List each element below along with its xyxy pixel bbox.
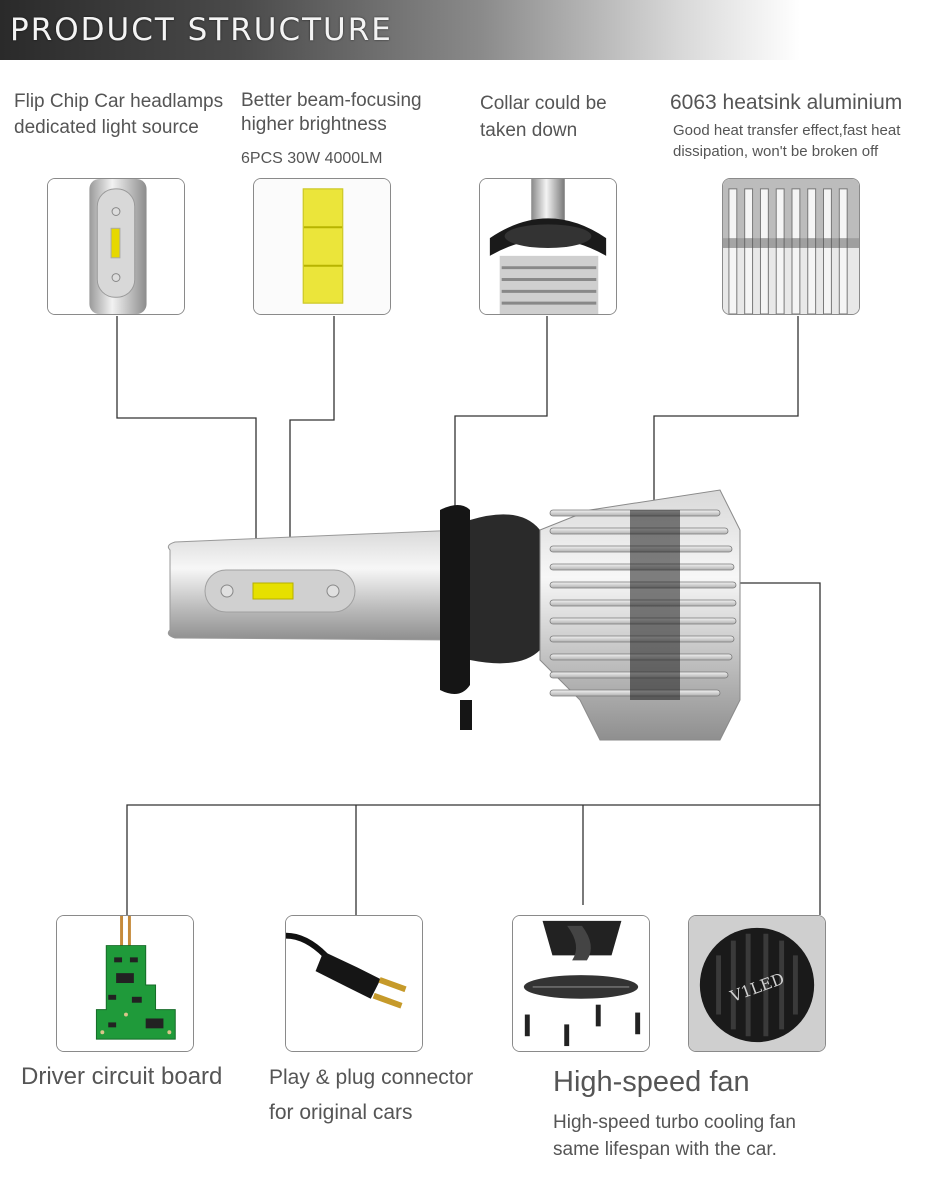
- feature-heatsink-title: 6063 heatsink aluminium: [670, 91, 903, 114]
- fan-grille-icon: V1LED: [688, 915, 826, 1052]
- headlight-bulb-image: [160, 470, 750, 750]
- feature-beam-line1: Better beam-focusing: [241, 90, 422, 111]
- feature-collar-line2: taken down: [480, 120, 578, 141]
- page-title: PRODUCT STRUCTURE: [10, 12, 393, 48]
- fan-parts-icon: [512, 915, 650, 1052]
- feature-beam-line2: higher brightness: [241, 114, 387, 135]
- collar-icon: [479, 178, 617, 315]
- feature-light-source-line1: Flip Chip Car headlamps: [14, 91, 224, 112]
- feature-connector-line2: for original cars: [269, 1101, 413, 1124]
- header-bar: [0, 0, 800, 60]
- feature-light-source-line2: dedicated light source: [14, 117, 199, 138]
- feature-connector-line1: Play & plug connector: [269, 1066, 474, 1089]
- feature-fan-line1: High-speed turbo cooling fan: [553, 1112, 796, 1133]
- feature-beam-spec: 6PCS 30W 4000LM: [241, 150, 383, 167]
- feature-fan-title: High-speed fan: [553, 1066, 750, 1098]
- feature-driver-board: Driver circuit board: [21, 1063, 223, 1090]
- feature-fan-line2: same lifespan with the car.: [553, 1139, 777, 1160]
- plug-connector-icon: [285, 915, 423, 1052]
- circuit-board-icon: [56, 915, 194, 1052]
- led-chip-closeup-icon: [47, 178, 185, 315]
- heatsink-icon: [722, 178, 860, 315]
- feature-collar-line1: Collar could be: [480, 93, 607, 114]
- feature-heatsink-line2: dissipation, won't be broken off: [673, 143, 879, 160]
- feature-heatsink-line1: Good heat transfer effect,fast heat: [673, 122, 901, 139]
- yellow-chip-icon: [253, 178, 391, 315]
